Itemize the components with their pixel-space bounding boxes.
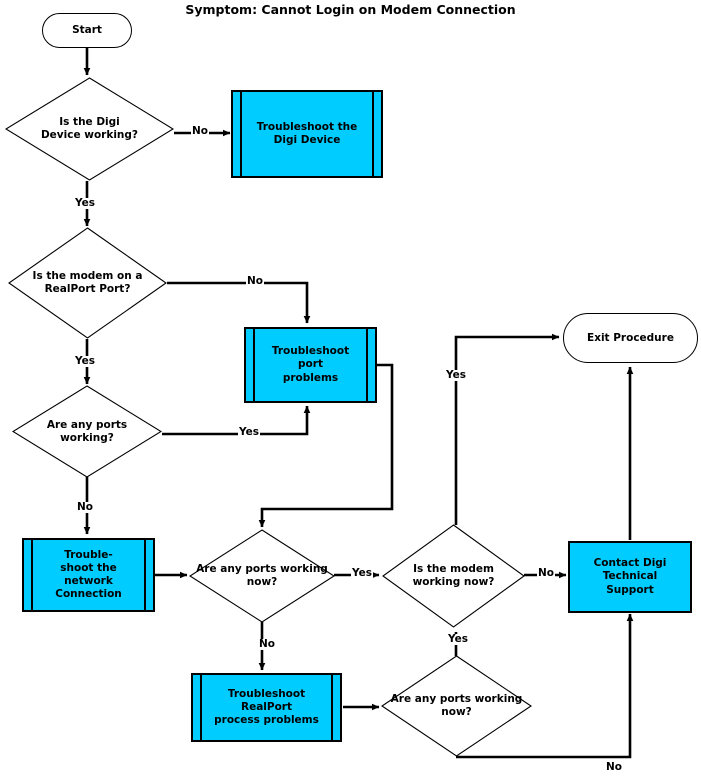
- node-troubleshoot-port-problems-line2: problems: [282, 371, 339, 384]
- node-troubleshoot-network-connection-line1: Trouble-: [64, 548, 113, 561]
- node-decision-are-any-ports-working-now-bottom[interactable]: Are any ports working now?: [381, 655, 532, 757]
- edge-label-modem-yes: Yes: [445, 369, 468, 381]
- node-contact-digi-technical-support-line1: Contact Digi: [593, 557, 667, 570]
- node-troubleshoot-port-problems-line1: Troubleshoot port: [271, 345, 350, 371]
- edge-realport-no: [167, 281, 311, 324]
- node-exit-procedure[interactable]: Exit Procedure: [563, 313, 698, 363]
- node-troubleshoot-digi-device[interactable]: Troubleshoot the Digi Device: [231, 90, 383, 178]
- edge-label-realport-no: No: [246, 275, 265, 287]
- node-start-label: Start: [72, 24, 102, 37]
- node-start[interactable]: Start: [42, 13, 132, 48]
- edge-label-realport-yes: Yes: [74, 355, 97, 367]
- edge-label-bottom-no: No: [605, 761, 624, 773]
- edge-label-ports-no: No: [76, 501, 95, 513]
- node-decision-is-modem-on-realport-port[interactable]: Is the modem on a RealPort Port?: [8, 227, 167, 339]
- node-troubleshoot-digi-device-line2: Digi Device: [273, 134, 341, 146]
- edge-label-mid-no: No: [258, 638, 277, 650]
- edge-ports-yes: [162, 405, 311, 436]
- node-contact-digi-technical-support-line2: Technical Support: [602, 570, 658, 596]
- node-decision-is-modem-working-now[interactable]: Is the modem working now?: [382, 524, 525, 628]
- node-troubleshoot-network-connection-line3: Connection: [55, 588, 122, 601]
- node-decision-are-any-ports-working-now-middle[interactable]: Are any ports working now?: [189, 529, 335, 623]
- edge-label-ports-yes: Yes: [238, 426, 261, 438]
- node-decision-are-any-ports-working[interactable]: Are any ports working?: [12, 385, 162, 478]
- node-troubleshoot-port-problems[interactable]: Troubleshoot port problems: [244, 327, 377, 403]
- edge-modem-yes: [454, 333, 560, 525]
- node-troubleshoot-network-connection[interactable]: Trouble- shoot the network Connection: [22, 538, 155, 612]
- node-troubleshoot-realport-process-problems-line2: process problems: [214, 714, 319, 727]
- edge-label-digi-no: No: [191, 125, 210, 137]
- node-contact-digi-technical-support[interactable]: Contact Digi Technical Support: [568, 541, 692, 613]
- node-troubleshoot-realport-process-problems-line1: Troubleshoot RealPort: [227, 687, 306, 713]
- node-exit-procedure-label: Exit Procedure: [587, 331, 674, 344]
- page-title: Symptom: Cannot Login on Modem Connectio…: [185, 2, 516, 17]
- node-troubleshoot-network-connection-line2: shoot the network: [60, 561, 117, 587]
- node-troubleshoot-digi-device-line1: Troubleshoot the: [256, 120, 358, 133]
- node-decision-is-digi-device-working[interactable]: Is the Digi Device working?: [5, 77, 174, 181]
- edge-label-bottom-yes: Yes: [447, 633, 470, 645]
- node-troubleshoot-realport-process-problems[interactable]: Troubleshoot RealPort process problems: [191, 673, 342, 742]
- edge-label-digi-yes: Yes: [74, 197, 97, 209]
- edge-label-modem-no: No: [537, 567, 556, 579]
- edge-label-mid-yes: Yes: [351, 567, 374, 579]
